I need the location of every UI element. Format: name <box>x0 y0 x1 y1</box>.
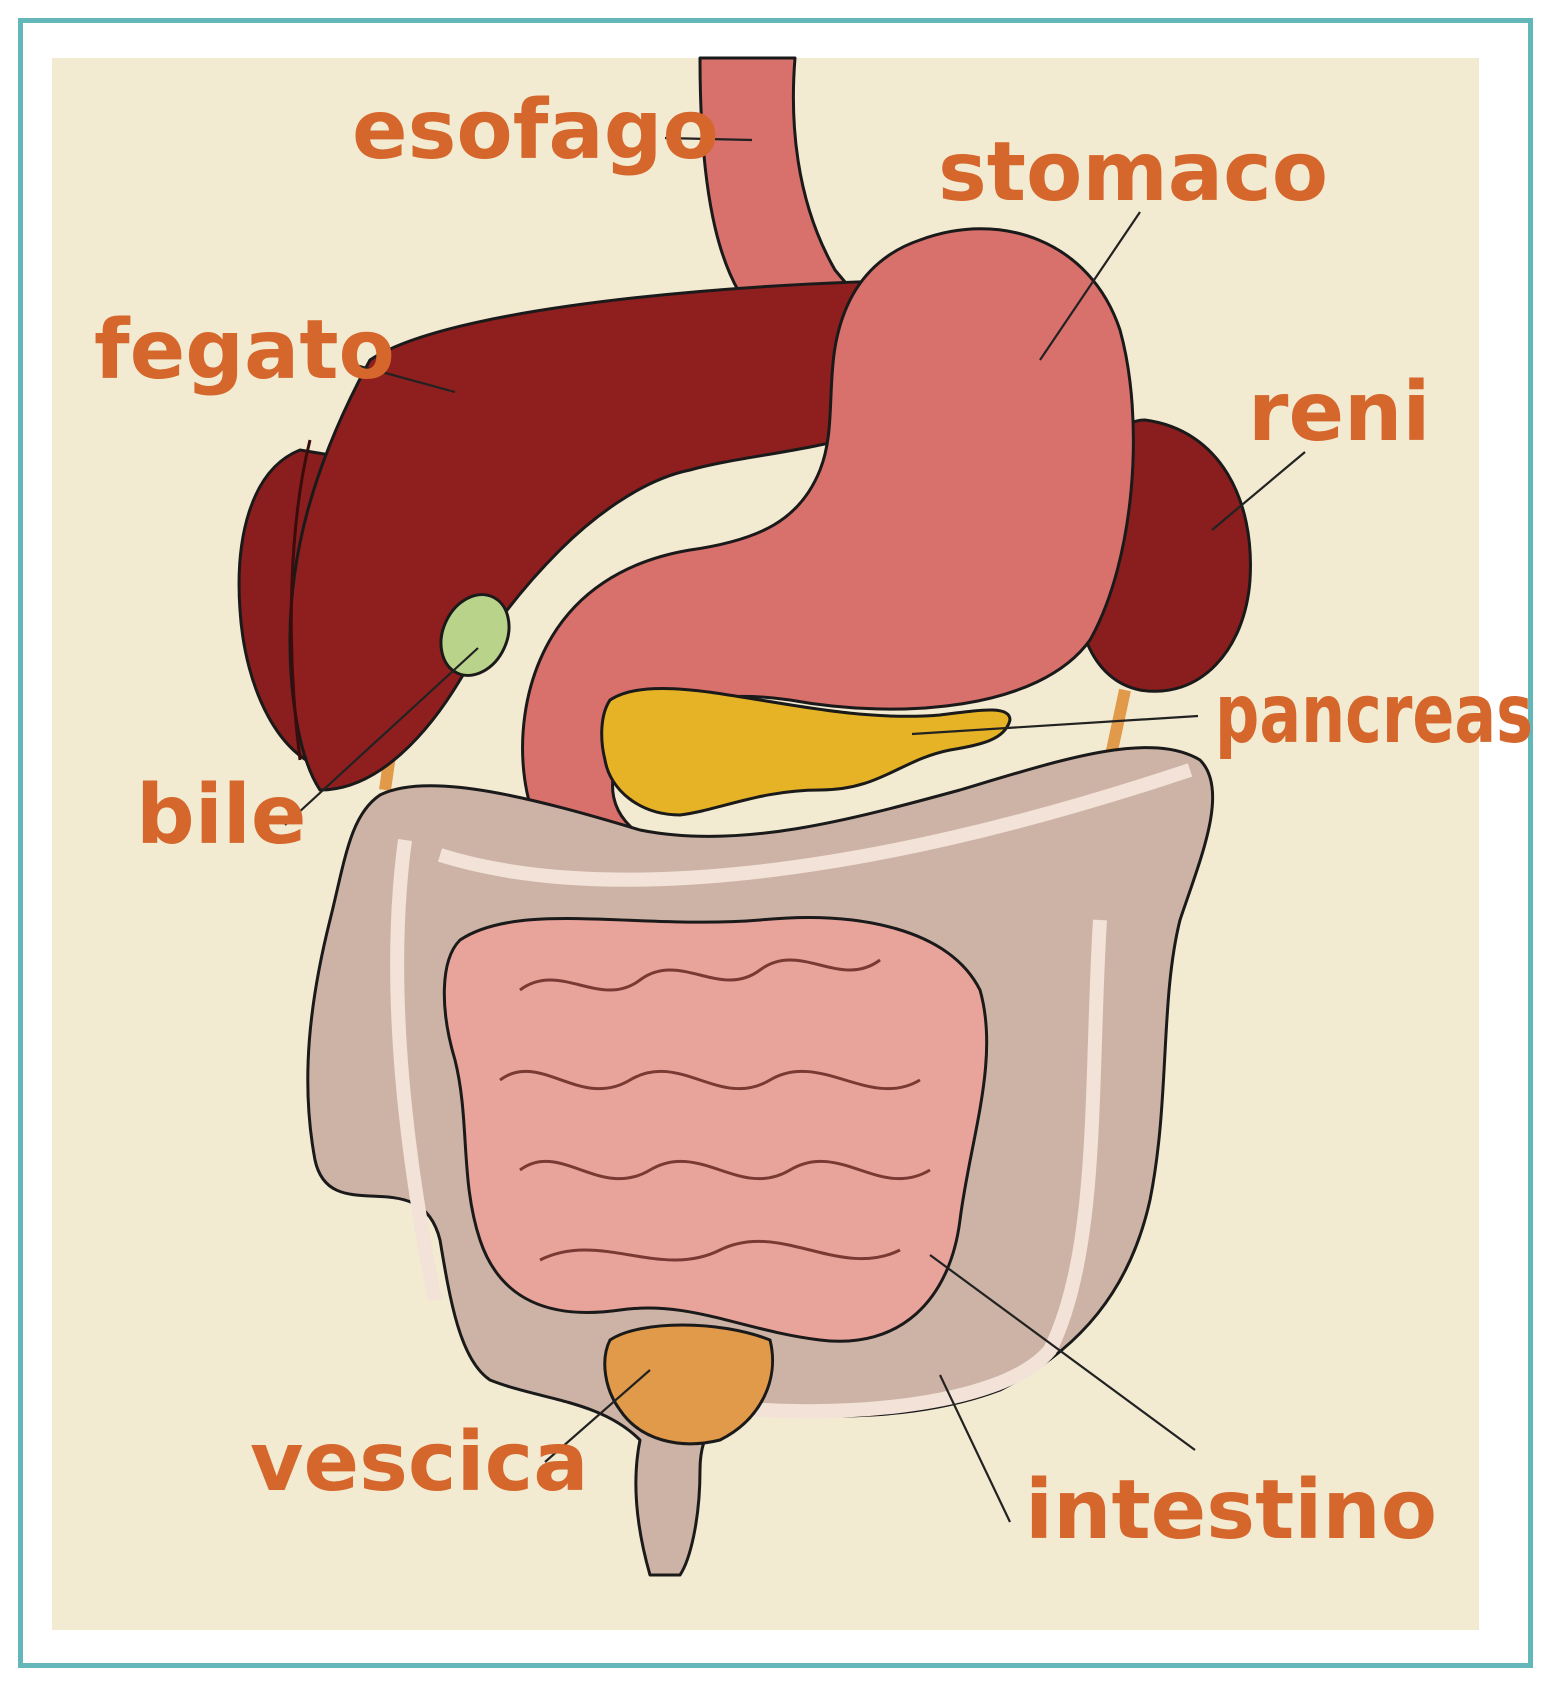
small-intestine <box>444 918 986 1342</box>
esophagus <box>700 58 860 320</box>
label-esofago: esofago <box>352 83 719 178</box>
label-stomaco: stomaco <box>938 125 1328 220</box>
label-bile: bile <box>136 768 307 863</box>
label-reni: reni <box>1248 365 1431 460</box>
label-fegato: fegato <box>94 303 395 398</box>
label-vescica: vescica <box>250 1415 589 1510</box>
label-intestino: intestino <box>1025 1463 1437 1558</box>
label-pancreas: pancreas <box>1215 667 1533 762</box>
